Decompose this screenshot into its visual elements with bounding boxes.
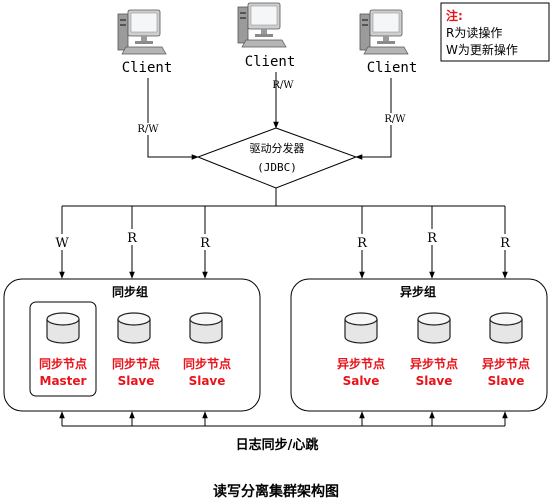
log-sync-label: 日志同步/心跳 [236,437,319,453]
note-title: 注: [446,8,463,23]
database-icon [417,312,451,344]
sync-group-title: 同步组 [112,284,148,299]
client-link-label: R/W [272,80,294,91]
async-node-role: Slave [416,374,453,388]
client-left: Client [117,9,173,76]
note-box [440,2,550,62]
computer-icon [359,9,409,55]
link-label: W [55,236,69,251]
sync-node-role: Slave [189,374,226,388]
client-label: Client [245,54,296,70]
diagram-caption: 读写分离集群架构图 [213,483,339,500]
computer-icon [237,2,287,48]
client-link-label: R/W [384,114,406,125]
sync-node-title: 同步节点 [183,356,231,371]
async-group-box [290,278,548,412]
link-label: R [200,236,211,251]
sync-node-role: Master [40,374,87,388]
client-center: Client [237,2,296,70]
database-icon [344,312,378,344]
async-node-title: 异步节点 [482,356,530,371]
async-node-role: Salve [343,374,380,388]
database-icon [189,312,223,344]
client-link-label: R/W [137,124,159,135]
database-icon [46,312,80,344]
link-label: R [427,231,438,246]
async-node-title: 异步节点 [410,356,458,371]
async-node-role: Slave [488,374,525,388]
client-right: Client [359,9,418,76]
client-link-right [355,78,392,160]
client-link-left [147,78,199,160]
database-icon [117,312,151,344]
note-line-write: W为更新操作 [446,42,518,57]
client-label: Client [122,60,173,76]
note-line-read: R为读操作 [446,25,502,40]
async-group-title: 异步组 [400,284,436,299]
client-label: Client [367,60,418,76]
link-label: R [127,231,138,246]
computer-icon [117,9,167,55]
link-label: R [357,236,368,251]
sync-node-title: 同步节点 [112,356,160,371]
sync-node-role: Slave [118,374,155,388]
sync-node-title: 同步节点 [39,356,87,371]
dispatcher-diamond [196,127,358,189]
dispatcher-title: 驱动分发器 [250,141,305,155]
database-icon [489,312,523,344]
link-label: R [500,236,511,251]
dispatcher-subtitle: (JDBC) [257,161,297,174]
async-node-title: 异步节点 [337,356,385,371]
